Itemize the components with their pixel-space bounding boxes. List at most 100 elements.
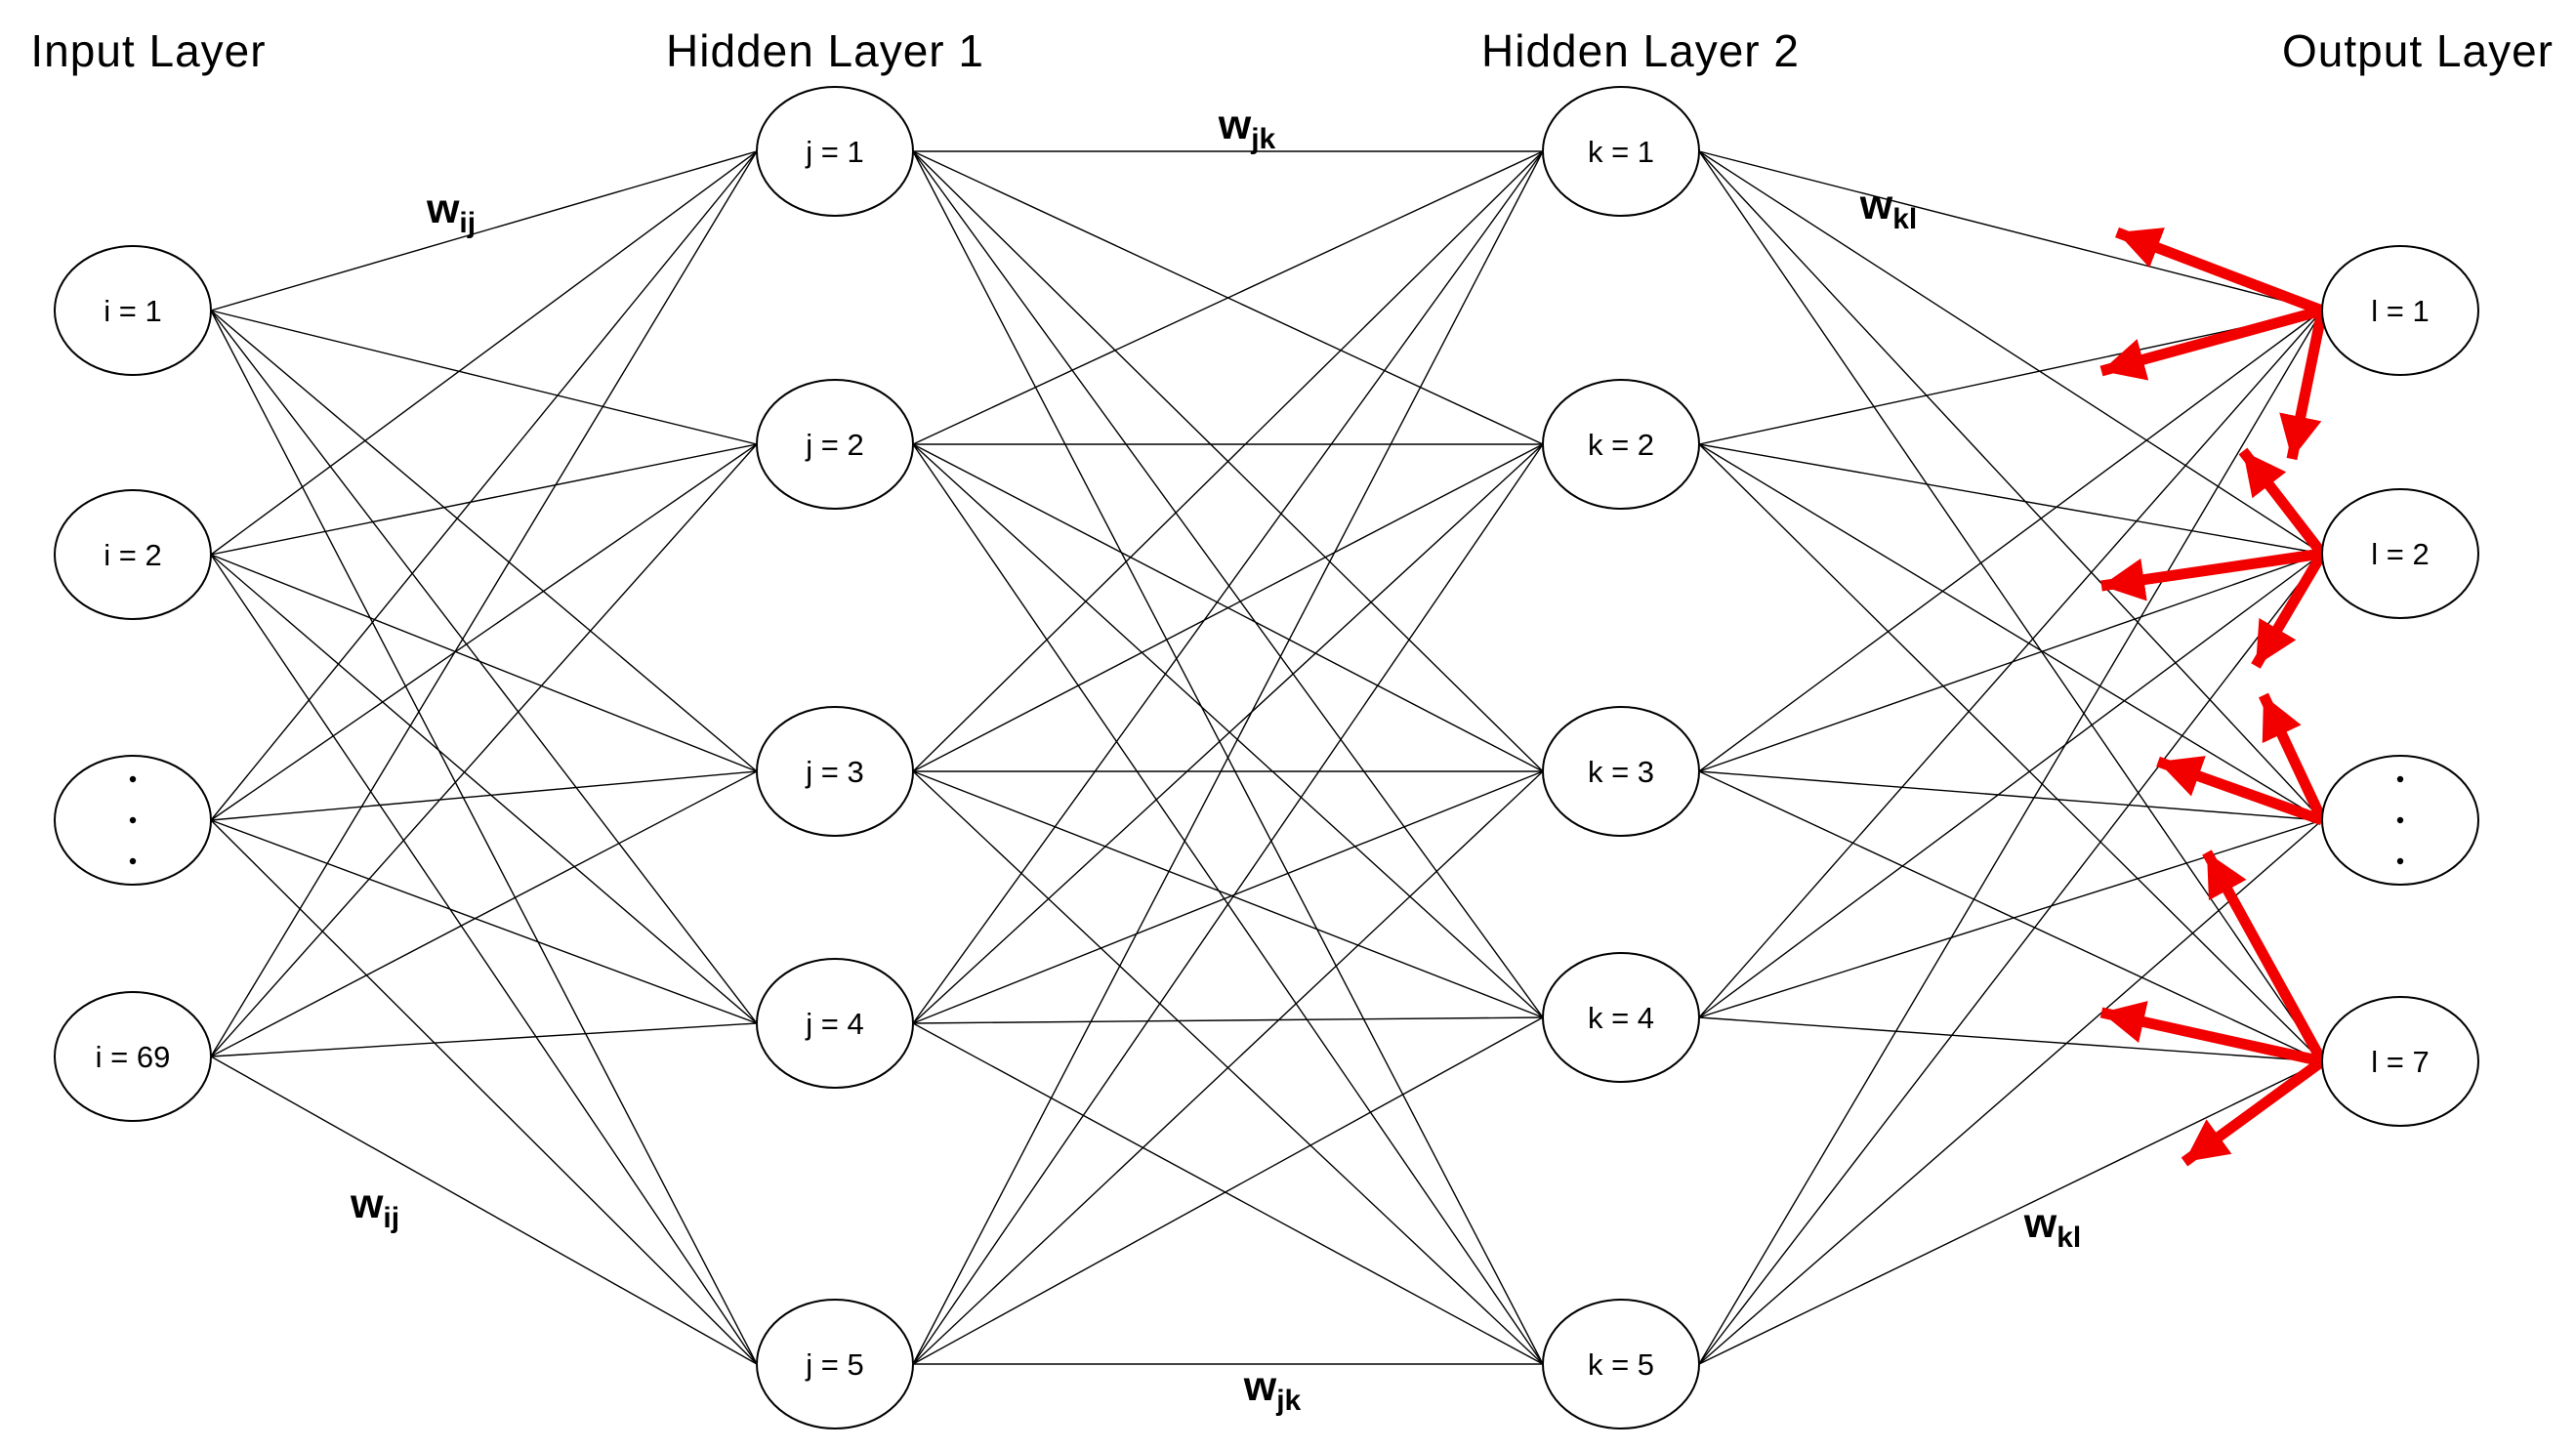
connection-line bbox=[1698, 150, 2323, 555]
node-input-1: i = 1 bbox=[54, 245, 212, 376]
connection-line bbox=[912, 150, 1544, 1024]
layer-title-output: Output Layer bbox=[2282, 25, 2554, 76]
connection-line bbox=[1698, 150, 2323, 311]
connection-line bbox=[912, 443, 1544, 1018]
node-ellipse bbox=[756, 1299, 914, 1429]
connection-line bbox=[210, 310, 758, 772]
connection-line bbox=[912, 770, 1544, 1018]
node-label: l = 2 bbox=[2371, 537, 2429, 571]
node-ellipse bbox=[756, 706, 914, 837]
node-hidden2-5: k = 5 bbox=[1542, 1299, 1700, 1429]
node-ellipse bbox=[54, 991, 212, 1122]
node-hidden1-4: j = 4 bbox=[756, 958, 914, 1089]
ellipsis-dot bbox=[2396, 857, 2404, 865]
backprop-arrow bbox=[2099, 305, 2324, 381]
connection-line bbox=[210, 310, 758, 445]
node-hidden2-3: k = 3 bbox=[1542, 706, 1700, 837]
connection-line bbox=[1698, 310, 2323, 772]
weight-label-wkl-bottom: wkl bbox=[2023, 1200, 2081, 1254]
connection-line bbox=[210, 150, 758, 311]
node-label: j = 1 bbox=[805, 135, 863, 169]
connection-line bbox=[1698, 1016, 2323, 1062]
connection-line bbox=[912, 150, 1544, 1365]
backprop-arrow bbox=[2100, 548, 2323, 601]
backprop-arrow bbox=[2259, 692, 2327, 823]
node-ellipse bbox=[2321, 996, 2479, 1127]
connection-line bbox=[1698, 310, 2323, 1365]
connection-line bbox=[210, 770, 758, 821]
ellipsis-dot bbox=[2396, 816, 2404, 824]
connection-line bbox=[1698, 443, 2323, 821]
connection-line bbox=[1698, 553, 2323, 1365]
node-output-3 bbox=[2321, 755, 2479, 886]
weight-label-wjk-top: wjk bbox=[1218, 102, 1276, 155]
connection-line bbox=[912, 770, 1544, 1365]
connection-line bbox=[210, 443, 758, 821]
connection-line bbox=[1698, 310, 2323, 1018]
connection-line bbox=[912, 150, 1544, 1018]
node-ellipse bbox=[1542, 379, 1700, 510]
node-ellipse bbox=[2321, 245, 2479, 376]
connection-line bbox=[210, 443, 758, 1057]
node-label: k = 1 bbox=[1588, 135, 1654, 169]
backprop-arrow bbox=[2115, 227, 2324, 316]
connection-line bbox=[912, 150, 1544, 772]
connection-line bbox=[1698, 1060, 2323, 1365]
node-input-4: i = 69 bbox=[54, 991, 212, 1122]
connection-line bbox=[210, 819, 758, 1024]
node-output-2: l = 2 bbox=[2321, 488, 2479, 619]
backprop-arrow bbox=[2251, 551, 2327, 669]
node-hidden2-4: k = 4 bbox=[1542, 952, 1700, 1083]
connection-line bbox=[210, 770, 758, 1057]
connection-line bbox=[210, 310, 758, 1365]
connections-layer bbox=[210, 150, 2323, 1365]
node-output-4: l = 7 bbox=[2321, 996, 2479, 1127]
node-hidden1-5: j = 5 bbox=[756, 1299, 914, 1429]
connection-line bbox=[912, 1016, 1544, 1365]
connection-line bbox=[912, 1016, 1544, 1024]
node-label: i = 1 bbox=[104, 294, 161, 328]
connection-line bbox=[210, 1022, 758, 1057]
connection-line bbox=[912, 150, 1544, 445]
backprop-arrow bbox=[2181, 1056, 2326, 1167]
connection-line bbox=[210, 443, 758, 556]
backprop-arrow bbox=[2099, 1001, 2324, 1067]
connection-line bbox=[912, 443, 1544, 772]
node-label: j = 3 bbox=[805, 755, 863, 789]
connection-line bbox=[1698, 770, 2323, 821]
weight-label-wkl-top: wkl bbox=[1859, 182, 1917, 235]
nodes-layer: i = 1i = 2i = 69j = 1j = 2j = 3j = 4j = … bbox=[54, 86, 2479, 1429]
node-label: j = 2 bbox=[805, 428, 863, 462]
node-hidden1-2: j = 2 bbox=[756, 379, 914, 510]
node-ellipse bbox=[1542, 86, 1700, 217]
layer-title-hidden2: Hidden Layer 2 bbox=[1481, 25, 1800, 76]
connection-line bbox=[210, 310, 758, 1024]
connection-line bbox=[1698, 310, 2323, 445]
layer-title-input: Input Layer bbox=[30, 25, 266, 76]
backprop-arrow bbox=[2156, 756, 2324, 826]
weight-label-wij-bottom: wij bbox=[350, 1181, 399, 1234]
node-label: j = 4 bbox=[805, 1007, 863, 1041]
ellipsis-dot bbox=[129, 816, 137, 824]
node-hidden2-1: k = 1 bbox=[1542, 86, 1700, 217]
node-label: k = 4 bbox=[1588, 1001, 1654, 1035]
connection-line bbox=[912, 1022, 1544, 1365]
weight-label-wij-top: wij bbox=[426, 186, 476, 239]
node-ellipse bbox=[1542, 706, 1700, 837]
node-label: l = 7 bbox=[2371, 1045, 2429, 1079]
node-output-1: l = 1 bbox=[2321, 245, 2479, 376]
connection-line bbox=[912, 443, 1544, 1024]
connection-line bbox=[1698, 770, 2323, 1062]
backprop-arrow bbox=[2202, 849, 2327, 1064]
connection-line bbox=[210, 554, 758, 1024]
node-label: k = 2 bbox=[1588, 428, 1654, 462]
connection-line bbox=[1698, 553, 2323, 1018]
connection-line bbox=[210, 554, 758, 772]
weight-label-wjk-bottom: wjk bbox=[1243, 1363, 1302, 1417]
node-ellipse bbox=[2321, 488, 2479, 619]
connection-line bbox=[210, 150, 758, 556]
node-ellipse bbox=[54, 245, 212, 376]
connection-line bbox=[1698, 443, 2323, 1062]
